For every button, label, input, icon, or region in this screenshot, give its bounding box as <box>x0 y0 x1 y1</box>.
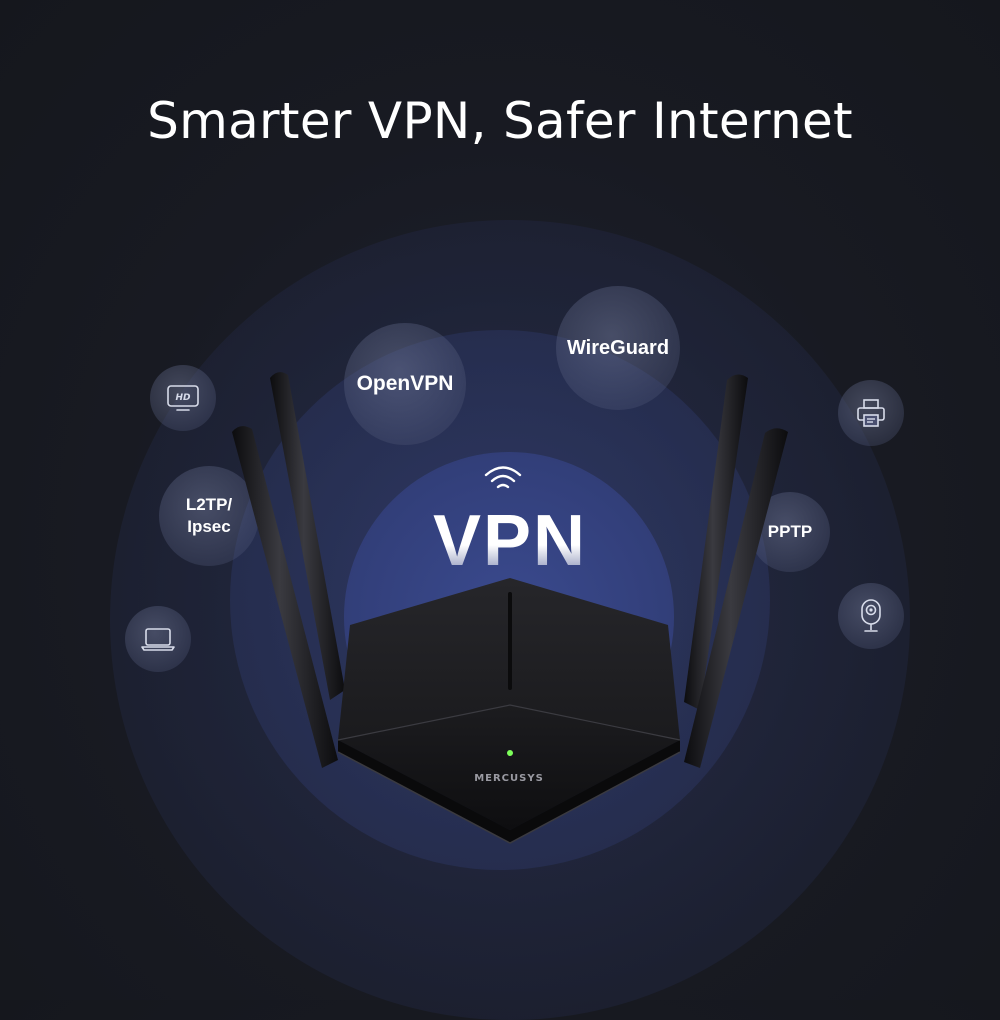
hd-tv-icon: HD <box>167 385 199 411</box>
protocol-bubble-wireguard: WireGuard <box>556 286 680 410</box>
router-brand-logo: MERCUSYS <box>474 773 544 784</box>
protocol-label-l2tp-line1: L2TP/ <box>185 495 233 514</box>
laptop-bubble <box>125 606 191 672</box>
security-camera-icon <box>861 599 881 632</box>
antenna-back-right <box>684 374 748 710</box>
svg-text:HD: HD <box>175 393 191 403</box>
vpn-center-label: VPN <box>400 500 620 582</box>
protocol-bubble-pptp: PPTP <box>750 492 830 572</box>
printer-bubble <box>838 380 904 446</box>
protocol-bubble-l2tp: L2TP/ Ipsec <box>159 466 259 566</box>
antenna-front-right <box>684 428 788 768</box>
wifi-icon <box>484 466 522 489</box>
protocol-label-openvpn: OpenVPN <box>356 372 454 395</box>
headline: Smarter VPN, Safer Internet <box>147 92 853 150</box>
printer-icon <box>857 399 885 427</box>
protocol-bubble-openvpn: OpenVPN <box>344 323 466 445</box>
protocol-label-pptp: PPTP <box>767 522 813 541</box>
protocol-label-wireguard: WireGuard <box>566 336 670 359</box>
hd-tv-bubble: HD <box>150 365 216 431</box>
antenna-front-left <box>232 426 338 768</box>
protocol-label-l2tp-line2: Ipsec <box>187 517 231 536</box>
laptop-icon <box>141 628 175 651</box>
antenna-back-left <box>270 372 345 700</box>
camera-bubble <box>838 583 904 649</box>
